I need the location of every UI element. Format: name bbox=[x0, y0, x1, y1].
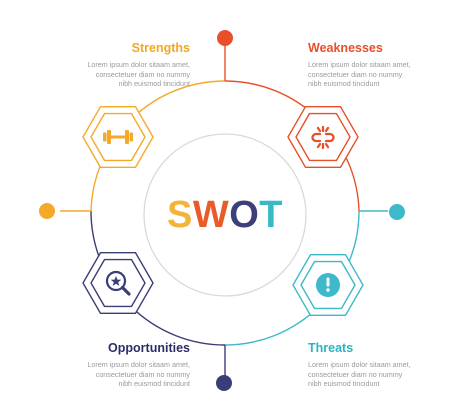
opportunities-dot bbox=[216, 375, 232, 391]
threats-hexagon bbox=[292, 254, 364, 316]
strengths-body-line: nibh euismod tincidunt bbox=[118, 79, 190, 88]
opportunities-body-line: consectetuer diam no nummy bbox=[95, 369, 190, 379]
strengths-hexagon bbox=[82, 106, 154, 168]
threats-body-line: consectetuer diam no nummy bbox=[308, 369, 403, 379]
threats-title: Threats bbox=[308, 341, 354, 355]
strengths-dot bbox=[39, 203, 55, 219]
strengths-body: Lorem ipsum dolor sitaam amet, consectet… bbox=[40, 60, 190, 89]
weaknesses-body-line: nibh euismod tincidunt bbox=[308, 79, 380, 88]
threats-dot bbox=[389, 204, 405, 220]
opportunities-body-line: nibh euismod tincidunt bbox=[118, 379, 190, 388]
weaknesses-body: Lorem ipsum dolor sitaam amet, consectet… bbox=[308, 60, 450, 89]
dumbbell-icon bbox=[103, 130, 133, 144]
strengths-title: Strengths bbox=[131, 41, 190, 55]
broken-chain-icon bbox=[311, 125, 335, 150]
threats-body: Lorem ipsum dolor sitaam amet, consectet… bbox=[308, 360, 450, 389]
weaknesses-connector bbox=[217, 30, 233, 81]
swot-letter-s: S bbox=[167, 194, 193, 236]
opportunities-hexagon bbox=[82, 252, 154, 314]
swot-title: SWOT bbox=[167, 194, 283, 236]
weaknesses-hexagon bbox=[287, 106, 359, 168]
opportunities-block: Opportunities Lorem ipsum dolor sitaam a… bbox=[40, 341, 190, 389]
opportunities-body-line: Lorem ipsum dolor sitaam amet, bbox=[87, 360, 190, 369]
strengths-connector bbox=[39, 203, 91, 219]
threats-body-line: Lorem ipsum dolor sitaam amet, bbox=[308, 360, 411, 369]
opportunities-title: Opportunities bbox=[108, 341, 190, 355]
threats-body-line: nibh euismod tincidunt bbox=[308, 379, 380, 388]
swot-letter-t: T bbox=[259, 194, 283, 236]
opportunities-body: Lorem ipsum dolor sitaam amet, consectet… bbox=[40, 360, 190, 389]
exclamation-icon bbox=[316, 273, 340, 297]
strengths-body-line: consectetuer diam no nummy bbox=[95, 69, 190, 79]
opportunities-connector bbox=[216, 345, 232, 391]
threats-connector bbox=[359, 204, 405, 220]
inner-circle bbox=[143, 133, 307, 297]
weaknesses-title: Weaknesses bbox=[308, 41, 383, 55]
weaknesses-block: Weaknesses Lorem ipsum dolor sitaam amet… bbox=[308, 41, 450, 89]
strengths-body-line: Lorem ipsum dolor sitaam amet, bbox=[87, 60, 190, 69]
weaknesses-body-line: consectetuer diam no nummy bbox=[308, 69, 403, 79]
threats-block: Threats Lorem ipsum dolor sitaam amet, c… bbox=[308, 341, 450, 389]
weaknesses-body-line: Lorem ipsum dolor sitaam amet, bbox=[308, 60, 411, 69]
weaknesses-dot bbox=[217, 30, 233, 46]
swot-letter-o: O bbox=[229, 194, 259, 236]
magnifier-star-icon bbox=[105, 270, 131, 296]
strengths-block: Strengths Lorem ipsum dolor sitaam amet,… bbox=[40, 41, 190, 89]
swot-letter-w: W bbox=[193, 194, 229, 236]
